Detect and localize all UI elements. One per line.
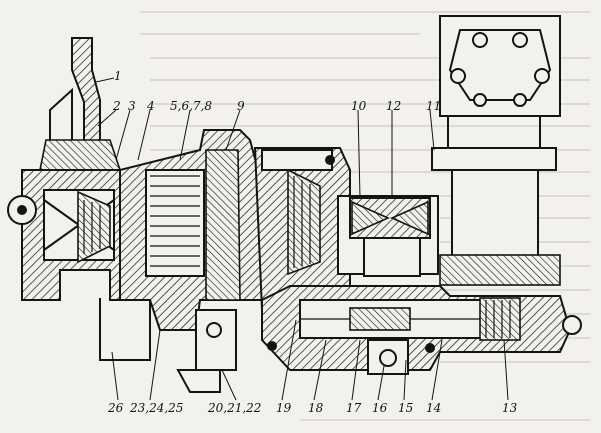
callout-26: 26: [107, 401, 124, 415]
bevel-gear-set: [337, 195, 439, 277]
callout-3: 3: [128, 99, 136, 113]
shift-lever: [39, 37, 122, 171]
callout-14: 14: [426, 401, 441, 415]
callout-9: 9: [237, 99, 245, 113]
callout-18: 18: [308, 401, 324, 415]
shaft-bearing-block: [253, 147, 351, 311]
callout-labels: 1 2 3 4 5,6,7,8 9 10 12 11 26 23,24,25 2…: [107, 69, 518, 415]
leader-lines: [95, 77, 509, 401]
callout-10: 10: [351, 99, 367, 113]
motor-unit: [431, 15, 561, 286]
callout-20-22: 20,21,22: [207, 401, 261, 415]
callout-17: 17: [346, 401, 362, 415]
left-housing: [7, 169, 151, 361]
callout-13: 13: [502, 401, 518, 415]
callout-12: 12: [386, 99, 401, 113]
callout-15: 15: [398, 401, 413, 415]
callout-11: 11: [426, 99, 441, 113]
callout-19: 19: [276, 401, 292, 415]
callout-5-8: 5,6,7,8: [170, 99, 212, 113]
callout-2: 2: [112, 99, 121, 113]
clutch-housing: [119, 129, 264, 393]
callout-16: 16: [372, 401, 388, 415]
callout-4: 4: [146, 99, 155, 113]
callout-1: 1: [114, 69, 122, 83]
lower-gear-housing: [261, 285, 582, 375]
callout-23-25: 23,24,25: [129, 401, 183, 415]
